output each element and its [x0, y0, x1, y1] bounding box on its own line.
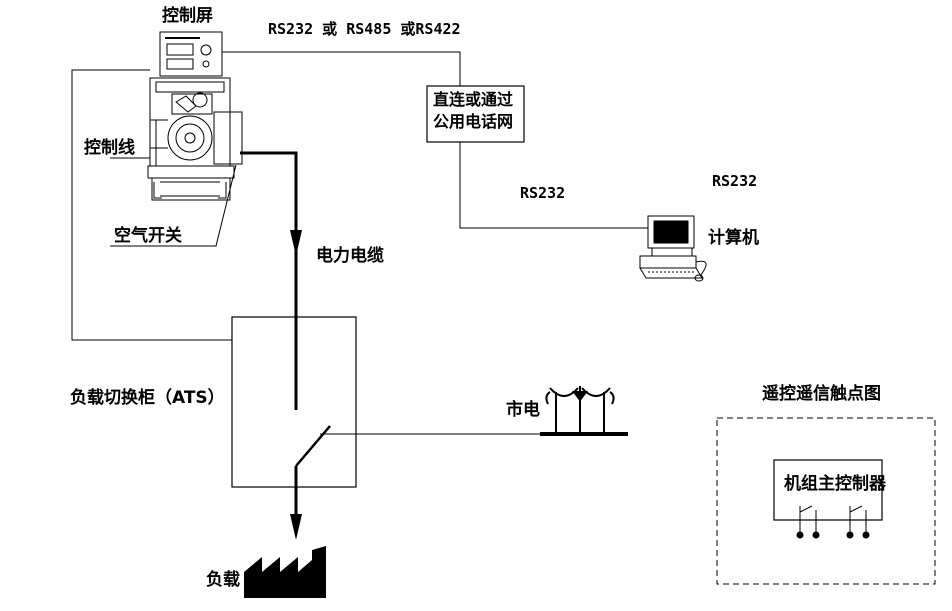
- power-pylon-icon: [540, 386, 628, 436]
- power-cable-label: 电力电缆: [316, 246, 384, 266]
- control-line-label: 控制线: [84, 138, 135, 158]
- load-label: 负载: [206, 570, 240, 590]
- modem-label-line1: 直连或通过: [433, 90, 514, 109]
- remote-contact-frame: [716, 417, 936, 585]
- genset-icon: [147, 31, 243, 201]
- control-line-wire: [71, 69, 232, 341]
- unit-controller-box: [773, 459, 883, 521]
- rs232-left-label: RS232: [520, 184, 566, 202]
- computer-icon: [639, 215, 707, 282]
- control-panel-label: 控制屏: [162, 6, 213, 26]
- remote-contact-title: 遥控遥信触点图: [762, 384, 881, 404]
- mains-label: 市电: [506, 400, 540, 420]
- modem-box: [426, 85, 525, 143]
- ats-cabinet-label: 负载切换柜（ATS）: [70, 388, 225, 408]
- air-switch-leader: [110, 164, 237, 247]
- power-cable: [240, 151, 298, 410]
- power-cable-arrow: [290, 230, 302, 256]
- factory-icon: [244, 546, 326, 598]
- comm-protocols-label: RS232 或 RS485 或RS422: [268, 20, 461, 38]
- computer-label: 计算机: [708, 228, 759, 248]
- load-arrow: [290, 514, 302, 540]
- rs232-right-label: RS232: [712, 172, 758, 190]
- comm-line-bottom: [459, 142, 648, 229]
- relay-contacts: [796, 505, 870, 539]
- air-switch-label: 空气开关: [114, 226, 182, 246]
- modem-label-line2: 公用电话网: [433, 112, 514, 131]
- unit-controller-label: 机组主控制器: [784, 474, 886, 494]
- comm-line-top: [222, 51, 461, 86]
- ats-switch-blade: [295, 425, 331, 467]
- ats-box: [231, 316, 357, 488]
